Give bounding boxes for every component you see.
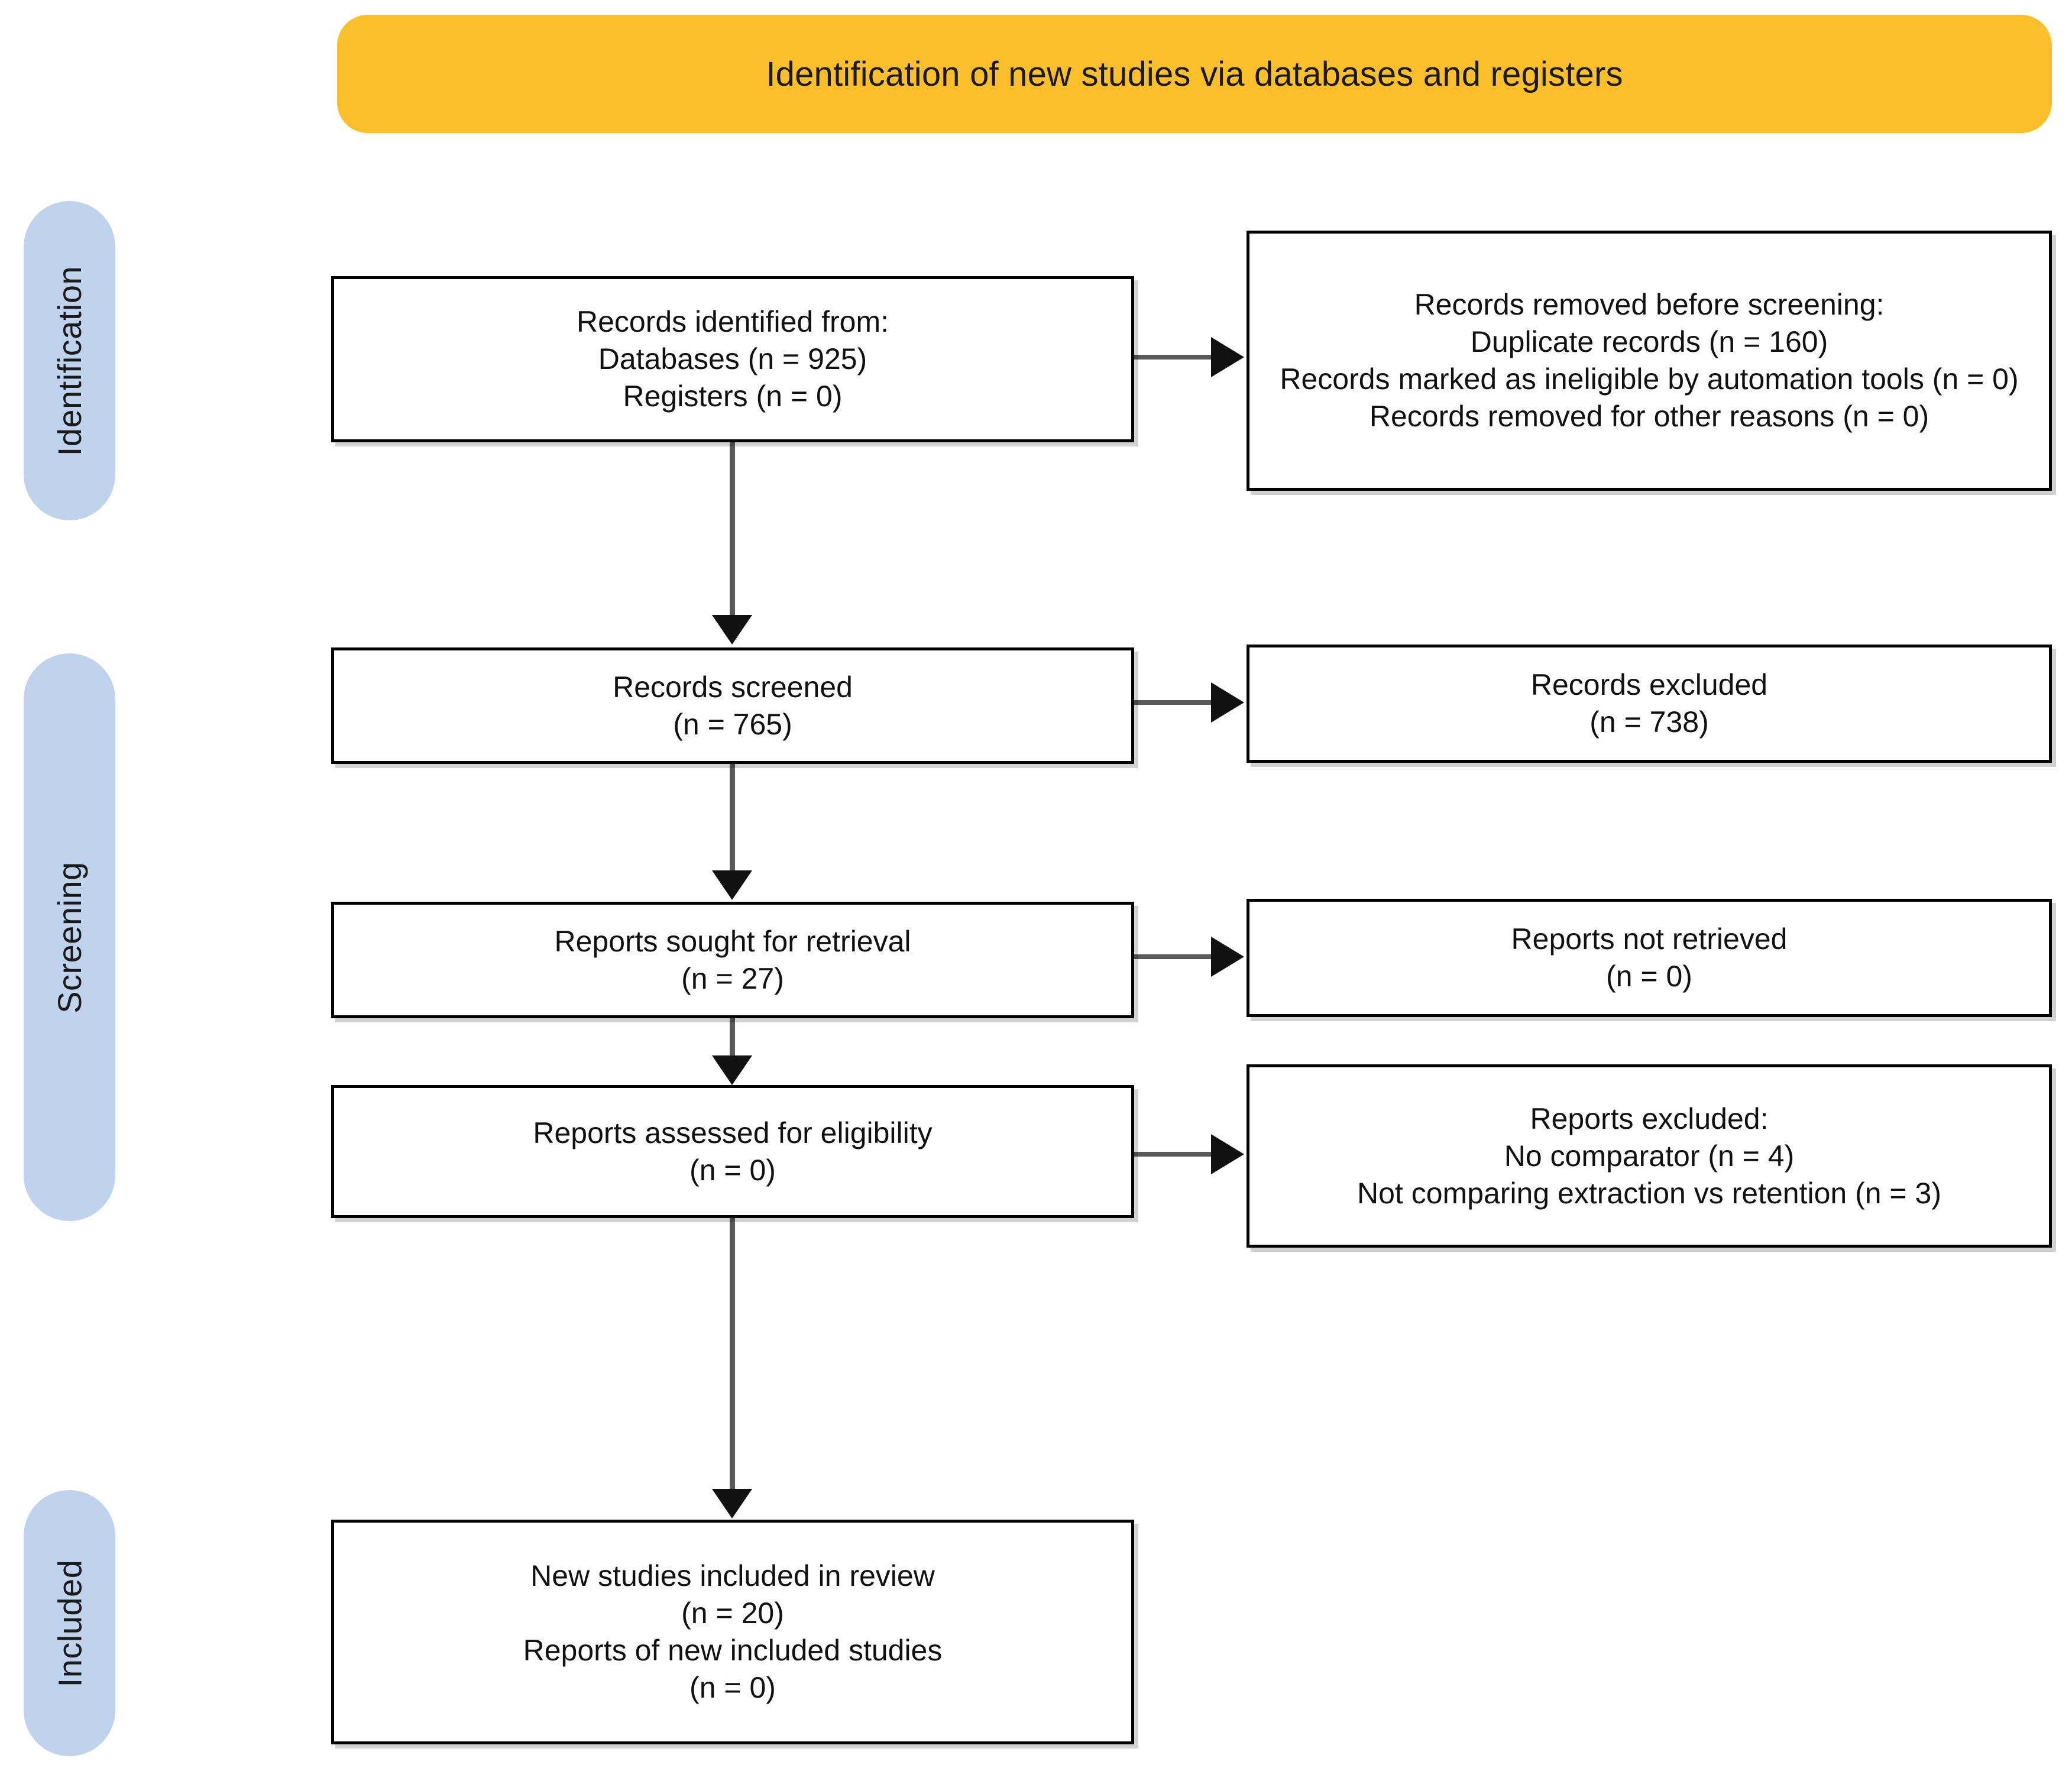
connector-line-screened-to-sought <box>730 764 735 873</box>
node-line: Databases (n = 925) <box>598 342 867 375</box>
arrowhead-right-icon <box>1211 337 1244 377</box>
node-line: Reports not retrieved <box>1511 922 1788 956</box>
node-line: (n = 20) <box>681 1597 784 1630</box>
node-line: New studies included in review <box>530 1559 935 1592</box>
page-title: Identification of new studies via databa… <box>766 54 1623 93</box>
node-line: No comparator (n = 4) <box>1504 1139 1795 1173</box>
node-line: Records marked as ineligible by automati… <box>1280 362 2019 396</box>
connector-line-identified-to-removed <box>1134 355 1223 360</box>
arrowhead-right-icon <box>1211 1134 1244 1174</box>
node-reports-assessed-for-eligibility: Reports assessed for eligibility (n = 0) <box>331 1085 1134 1218</box>
node-line: Reports of new included studies <box>523 1634 943 1667</box>
node-line: (n = 0) <box>689 1153 776 1187</box>
node-records-removed-before-screening: Records removed before screening: Duplic… <box>1247 231 2052 491</box>
stage-pill-screening: Screening <box>24 653 115 1221</box>
node-line: Duplicate records (n = 160) <box>1470 325 1828 358</box>
node-line: Records removed for other reasons (n = 0… <box>1369 400 1929 433</box>
connector-line-assessed-to-included <box>730 1218 735 1491</box>
node-line: Reports excluded: <box>1530 1102 1769 1135</box>
node-line: Registers (n = 0) <box>623 380 843 413</box>
connector-line-assessed-to-reports-excluded <box>1134 1152 1223 1157</box>
arrowhead-down-icon <box>712 870 752 900</box>
arrowhead-right-icon <box>1211 937 1244 977</box>
arrowhead-right-icon <box>1211 682 1244 723</box>
node-line: (n = 0) <box>689 1671 776 1704</box>
node-line: Records identified from: <box>576 305 889 338</box>
stage-pill-identification: Identification <box>24 201 115 520</box>
node-new-studies-included: New studies included in review (n = 20) … <box>331 1520 1134 1744</box>
node-reports-excluded: Reports excluded: No comparator (n = 4) … <box>1247 1064 2052 1248</box>
arrowhead-down-icon <box>712 615 752 645</box>
node-line: Records excluded <box>1530 668 1768 701</box>
connector-line-sought-to-assessed <box>730 1018 735 1057</box>
node-line: Reports sought for retrieval <box>554 924 911 958</box>
stage-label-included: Included <box>51 1559 89 1687</box>
node-line: Records screened <box>613 670 853 704</box>
node-line: (n = 738) <box>1589 705 1709 739</box>
node-line: (n = 0) <box>1606 960 1692 993</box>
connector-line-identified-to-screened <box>730 442 735 620</box>
node-line: (n = 765) <box>673 707 792 741</box>
stage-label-identification: Identification <box>51 265 88 456</box>
node-records-excluded: Records excluded (n = 738) <box>1247 645 2052 763</box>
node-line: (n = 27) <box>681 961 784 995</box>
arrowhead-down-icon <box>712 1055 752 1085</box>
node-line: Not comparing extraction vs retention (n… <box>1357 1176 1941 1210</box>
stage-label-screening: Screening <box>51 861 89 1013</box>
arrowhead-down-icon <box>712 1489 752 1518</box>
node-line: Reports assessed for eligibility <box>533 1116 933 1149</box>
node-line: Records removed before screening: <box>1414 288 1885 321</box>
diagram-header-banner: Identification of new studies via databa… <box>337 15 2052 133</box>
stage-pill-included: Included <box>24 1490 115 1756</box>
connector-line-screened-to-excluded <box>1134 700 1223 705</box>
connector-line-sought-to-not-retrieved <box>1134 954 1223 959</box>
node-records-identified: Records identified from: Databases (n = … <box>331 276 1134 442</box>
node-records-screened: Records screened (n = 765) <box>331 647 1134 764</box>
node-reports-sought-for-retrieval: Reports sought for retrieval (n = 27) <box>331 902 1134 1018</box>
node-reports-not-retrieved: Reports not retrieved (n = 0) <box>1247 899 2052 1017</box>
